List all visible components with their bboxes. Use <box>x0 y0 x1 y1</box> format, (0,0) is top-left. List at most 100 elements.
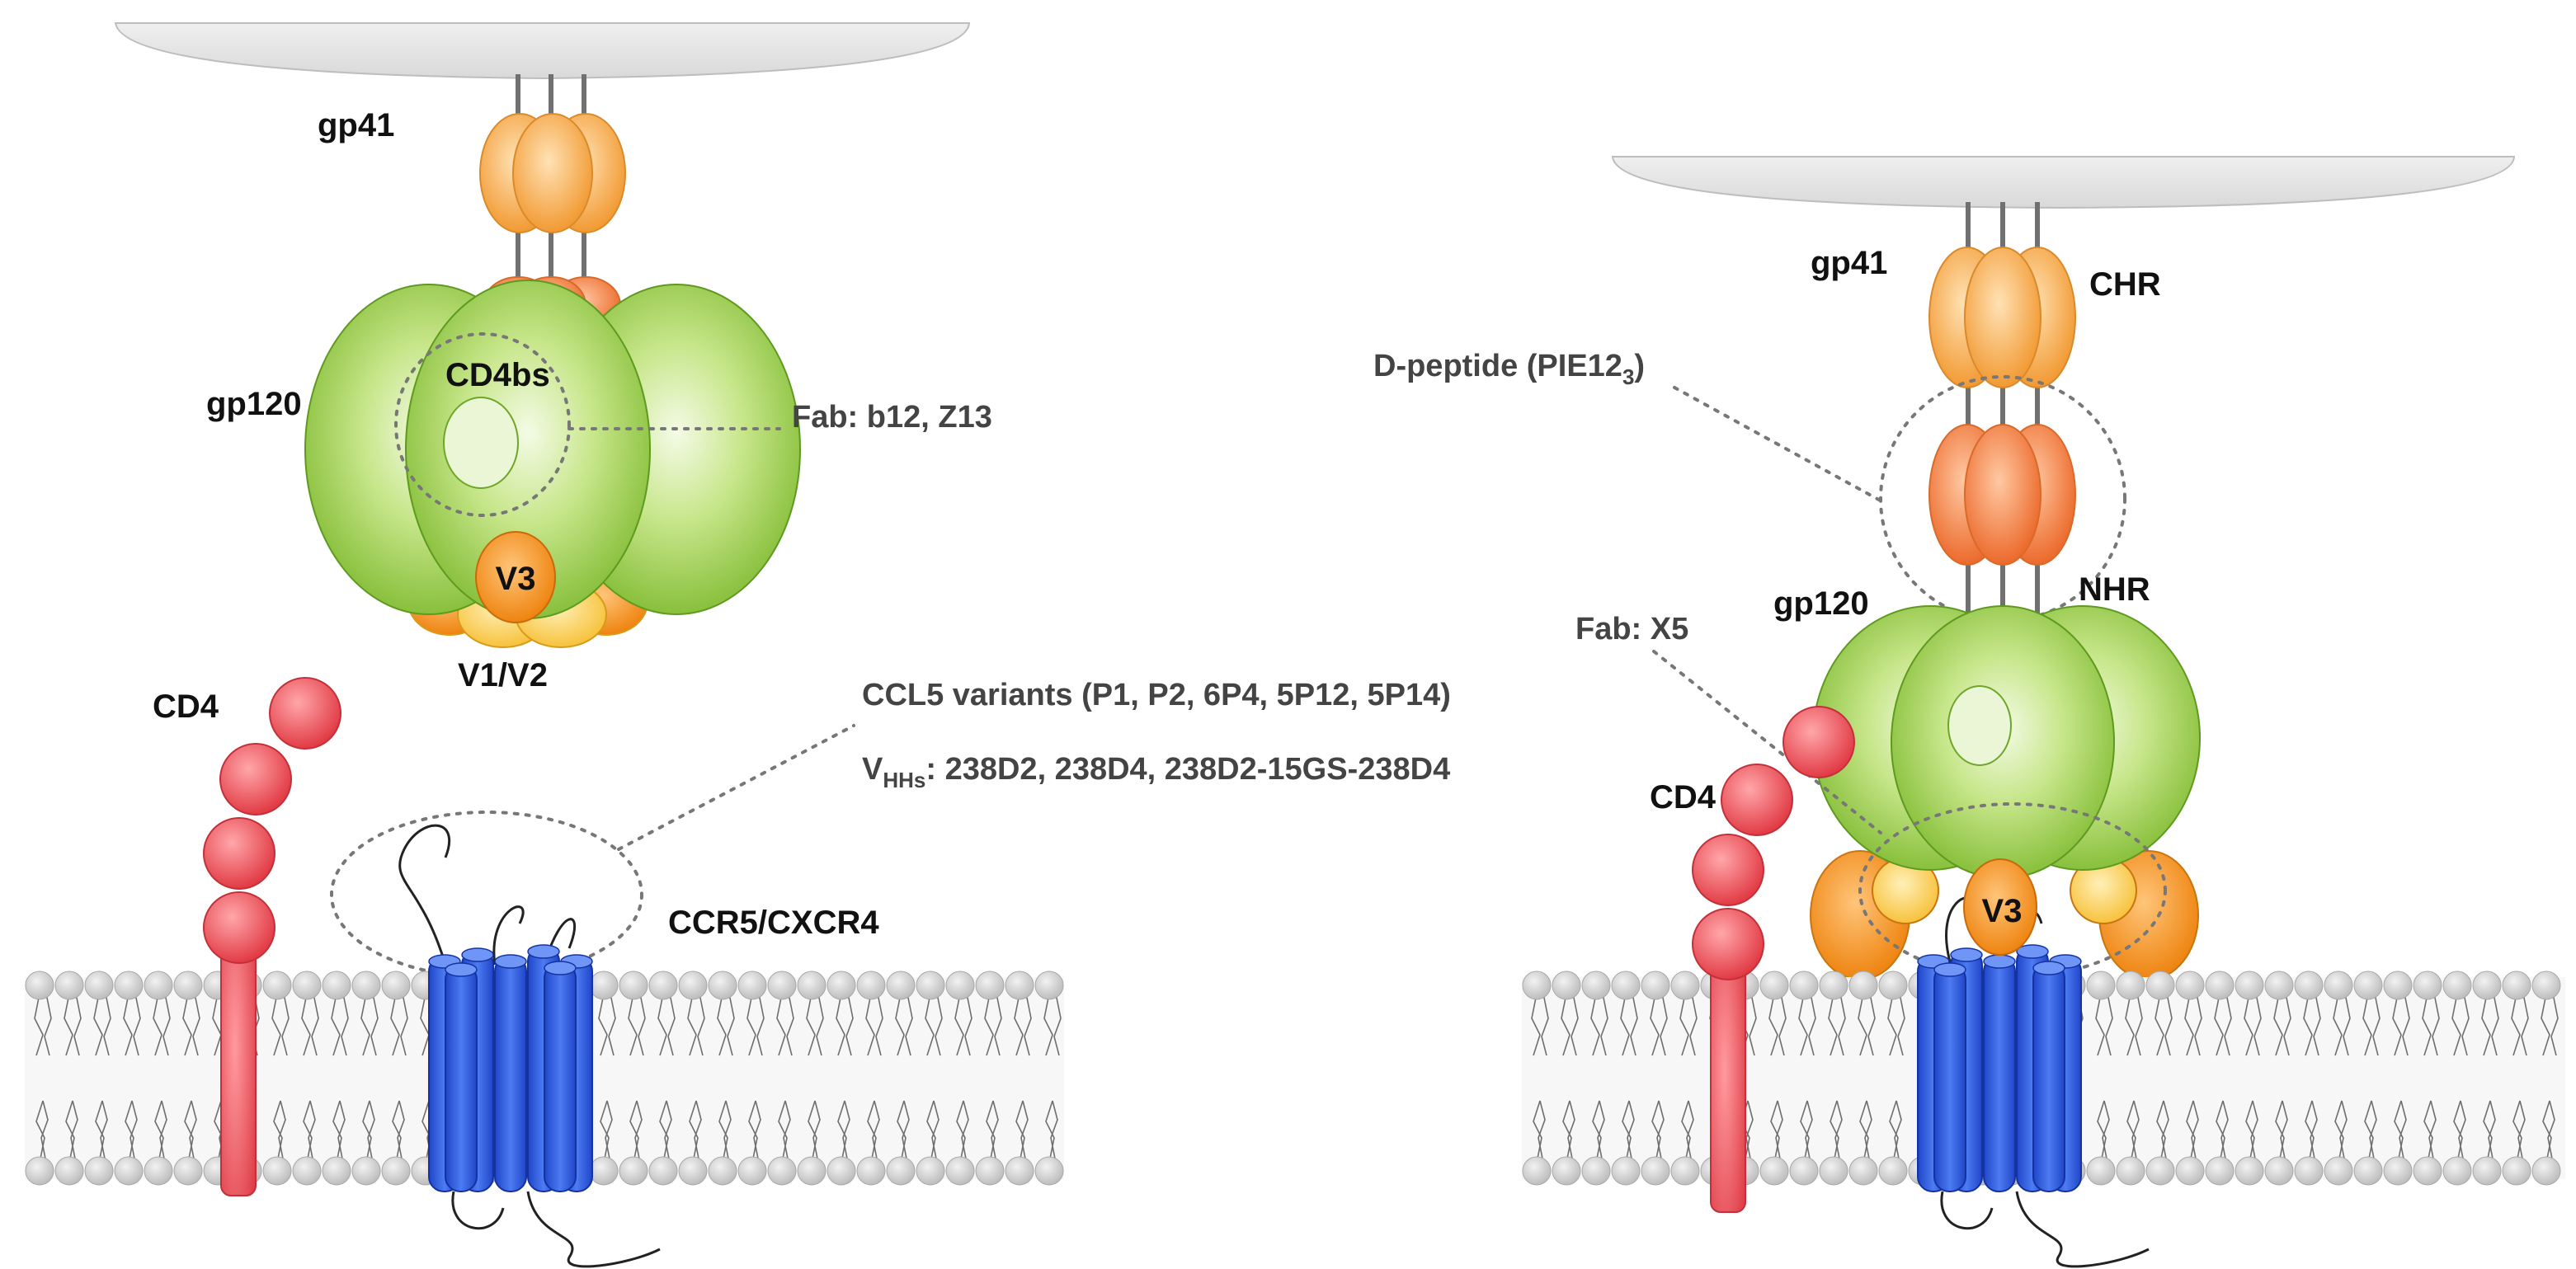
lipid-head <box>2442 1156 2472 1186</box>
lipid-head <box>381 971 411 1000</box>
lipid-head <box>975 1156 1005 1186</box>
lipid-head <box>2324 971 2353 1000</box>
lipid-head <box>114 1156 144 1186</box>
right-panel: gp41 CHR D-peptide (PIE123) gp120 NHR Fa… <box>1373 156 2516 980</box>
lipid-head <box>797 1156 826 1186</box>
lipid-head <box>1759 1156 1789 1186</box>
lipid-head <box>1759 971 1789 1000</box>
lipid-head <box>678 1156 708 1186</box>
lipid-head <box>2294 971 2324 1000</box>
lipid-head <box>2324 1156 2353 1186</box>
dpeptide-subscript: 3 <box>1622 364 1634 389</box>
gp41-label-left: gp41 <box>318 107 394 143</box>
gp120-label-right: gp120 <box>1773 585 1869 622</box>
lipid-head <box>916 1156 945 1186</box>
cd4-label-left: CD4 <box>153 689 219 725</box>
lipid-head <box>2116 971 2145 1000</box>
virion-membrane-right <box>1611 156 2516 209</box>
lipid-head <box>2353 971 2383 1000</box>
lipid-head <box>1611 971 1641 1000</box>
v3-loop-left <box>475 531 556 623</box>
lipid-head <box>2086 971 2116 1000</box>
fab-x5-pointer <box>1652 650 1882 834</box>
v1v2-label: V1/V2 <box>458 657 548 693</box>
transmembrane-helix <box>1983 956 2016 1192</box>
lipid-head <box>1522 971 1552 1000</box>
coreceptor-intracellular-loops <box>1940 1191 2150 1268</box>
lipid-head <box>589 1156 619 1186</box>
lipid-head <box>2413 971 2442 1000</box>
gp41-nhr-right <box>1928 424 2076 566</box>
lipid-head <box>25 1156 54 1186</box>
coreceptor-intracellular-loops <box>451 1191 661 1268</box>
lipid-head <box>84 1156 114 1186</box>
lipid-head <box>1552 1156 1581 1186</box>
v3-label-right: V3 <box>1982 893 2023 929</box>
helix-cap <box>1983 954 2016 969</box>
lipid-head <box>2235 971 2264 1000</box>
transmembrane-helix <box>445 964 478 1192</box>
lipid-head <box>2205 1156 2235 1186</box>
dpeptide-label: D-peptide (PIE123) <box>1373 349 1645 389</box>
gp41-label-right: gp41 <box>1811 245 1887 281</box>
coreceptor-extracellular-loops <box>398 824 577 966</box>
lipid-head <box>2442 971 2472 1000</box>
cd4-binding-site-left <box>443 397 519 489</box>
cd4bs-label: CD4bs <box>445 357 550 393</box>
lipid-head <box>1641 1156 1670 1186</box>
lipid-head <box>292 1156 322 1186</box>
ccl5-pointer <box>617 724 855 851</box>
lipid-head <box>2086 1156 2116 1186</box>
lipid-head <box>826 1156 856 1186</box>
helix-cap <box>494 954 527 969</box>
lipid-head <box>2235 1156 2264 1186</box>
v1v2-loops-right <box>1810 850 2199 980</box>
gp120-label-left: gp120 <box>206 386 302 422</box>
transmembrane-helix <box>1933 964 1966 1192</box>
lipid-head <box>1034 1156 1064 1186</box>
lipid-head <box>1641 971 1670 1000</box>
helix-cap <box>1933 962 1966 977</box>
lipid-head <box>708 1156 737 1186</box>
vhh-list: : 238D2, 238D4, 238D2-15GS-238D4 <box>925 752 1450 787</box>
lipid-head <box>1848 1156 1878 1186</box>
virion-membrane-left <box>114 22 971 80</box>
lipid-head <box>54 971 84 1000</box>
transmembrane-helix <box>494 956 527 1192</box>
lipid-head <box>2502 971 2531 1000</box>
lipid-head <box>262 1156 292 1186</box>
vhh-subscript: HHs <box>883 768 925 792</box>
lipid-head <box>54 1156 84 1186</box>
lipid-head <box>1878 1156 1908 1186</box>
v3-label-left: V3 <box>496 561 536 597</box>
helix-cap <box>2032 961 2065 975</box>
lipid-head <box>1522 1156 1552 1186</box>
cd4bs-highlight-circle <box>394 332 571 517</box>
lipid-head <box>2531 971 2561 1000</box>
lipid-head <box>2264 971 2294 1000</box>
lipid-head <box>619 1156 648 1186</box>
lipid-head <box>2383 1156 2413 1186</box>
fab-x5-label: Fab: X5 <box>1575 612 1688 646</box>
lipid-head <box>2472 1156 2502 1186</box>
lipid-head <box>886 971 916 1000</box>
lipid-head <box>767 1156 797 1186</box>
lipid-head <box>1581 1156 1611 1186</box>
fab-b12-z13-label: Fab: b12, Z13 <box>792 400 992 435</box>
lipid-head <box>114 971 144 1000</box>
helix-cap <box>544 961 577 975</box>
cd4-label-right: CD4 <box>1650 779 1717 815</box>
lipid-head <box>1819 971 1848 1000</box>
lipid-head <box>292 971 322 1000</box>
lipid-head <box>2294 1156 2324 1186</box>
lipid-head <box>2145 1156 2175 1186</box>
lipid-head <box>886 1156 916 1186</box>
helix-cap <box>2016 944 2049 959</box>
v3-loop-right <box>1963 858 2037 956</box>
lipid-head <box>351 971 381 1000</box>
lipid-head <box>797 971 826 1000</box>
lipid-head <box>2264 1156 2294 1186</box>
lipid-head <box>648 1156 678 1186</box>
lipid-head <box>2383 971 2413 1000</box>
dpeptide-suffix: ) <box>1634 349 1645 383</box>
